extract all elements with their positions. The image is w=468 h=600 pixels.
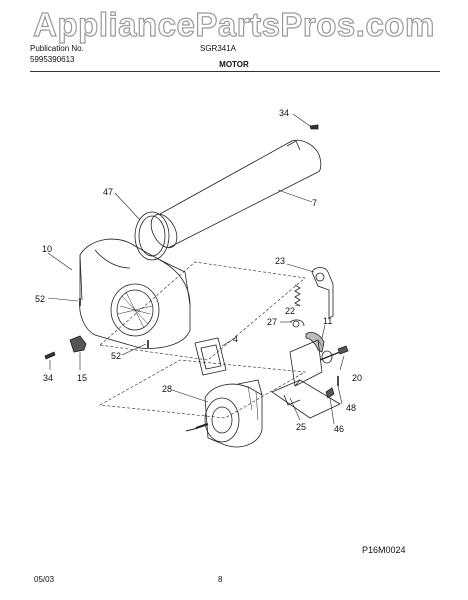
ring-seal-47 [134, 211, 170, 261]
callout-23: 23 [275, 256, 285, 266]
mounting-outline [99, 261, 306, 419]
section-title: MOTOR [219, 60, 249, 69]
model-number: SGR341A [200, 44, 237, 53]
callout-25: 25 [296, 422, 306, 432]
publication-label: Publication No. [30, 44, 84, 53]
footer-page-number: 8 [218, 575, 223, 584]
callout-34-top: 34 [279, 108, 289, 118]
idler-bracket [311, 267, 334, 319]
idler-arm [305, 332, 325, 353]
nut-46 [325, 387, 335, 399]
callout-7: 7 [312, 198, 317, 208]
header-divider [30, 71, 440, 72]
callout-48: 48 [346, 403, 356, 413]
callout-47: 47 [103, 187, 113, 197]
callout-20: 20 [352, 373, 362, 383]
leader-lines [47, 113, 345, 425]
idler-spring [294, 284, 301, 307]
motor-bracket-4 [194, 337, 227, 376]
blower-duct [150, 139, 322, 249]
callout-27: 27 [267, 317, 277, 327]
clip-15 [69, 335, 87, 353]
callout-28: 28 [162, 384, 172, 394]
callout-52-bottom: 52 [111, 351, 121, 361]
callout-11: 11 [323, 316, 332, 326]
footer-date: 05/03 [34, 575, 55, 584]
publication-number: 5995390613 [30, 55, 75, 64]
mounting-bolt-20 [319, 345, 349, 361]
callout-10: 10 [42, 244, 52, 254]
watermark: AppliancePartsPros.com [33, 5, 435, 43]
callout-4: 4 [233, 334, 238, 344]
idler-wheel [321, 350, 333, 364]
screw-34-top [309, 124, 319, 130]
callout-15: 15 [77, 373, 87, 383]
callout-22: 22 [285, 306, 295, 316]
screw-34-left [44, 351, 56, 360]
callout-52-left: 52 [35, 294, 45, 304]
callout-46: 46 [334, 424, 344, 434]
blower-housing [79, 238, 191, 349]
base-bracket [271, 339, 341, 419]
idler-pulley [289, 319, 305, 328]
diagram-id: P16M0024 [362, 545, 406, 555]
drive-motor [185, 379, 263, 448]
callout-34-left: 34 [43, 373, 53, 383]
